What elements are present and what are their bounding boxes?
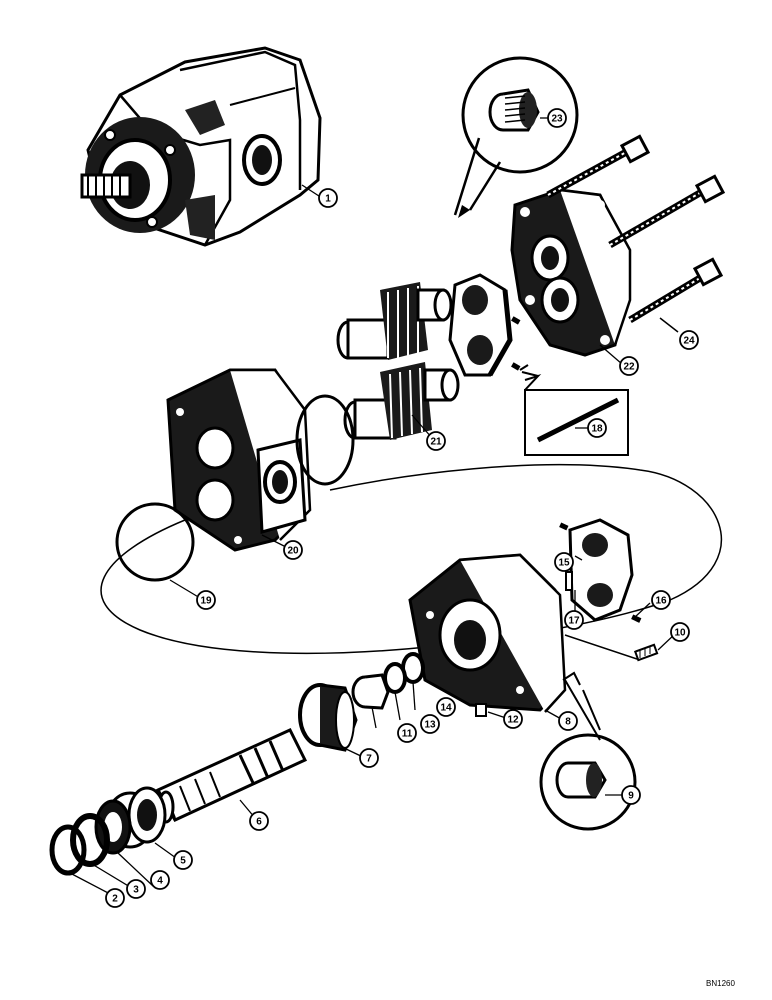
callout-label: 18 xyxy=(591,424,603,435)
callout-label: 23 xyxy=(551,114,563,125)
callout-circle xyxy=(420,714,440,734)
callout-circle xyxy=(126,879,146,899)
pin-icon xyxy=(565,571,642,623)
callout-13: 13 xyxy=(420,714,440,734)
gear-icon xyxy=(343,362,460,440)
callout-circle xyxy=(283,540,303,560)
callout-circle xyxy=(503,709,523,729)
drawing-code: BN1260 xyxy=(706,979,735,988)
callout-8: 8 xyxy=(558,711,578,731)
callout-1: 1 xyxy=(318,188,338,208)
callout-label: 20 xyxy=(287,546,299,557)
callout-circle xyxy=(564,610,584,630)
callout-label: 4 xyxy=(157,876,163,887)
callout-2: 2 xyxy=(105,888,125,908)
callout-22: 22 xyxy=(619,356,639,376)
rod-icon xyxy=(519,364,629,456)
callout-11: 11 xyxy=(397,723,417,743)
callout-label: 5 xyxy=(180,856,186,867)
callout-label: 1 xyxy=(325,194,331,205)
wear-plate-icon xyxy=(448,273,521,377)
callout-label: 3 xyxy=(133,885,139,896)
callout-circle xyxy=(651,590,671,610)
rear-cover-icon xyxy=(510,188,632,357)
plug-icon xyxy=(475,703,487,717)
bearing-cup-icon xyxy=(298,683,358,752)
callout-7: 7 xyxy=(359,748,379,768)
callout-label: 17 xyxy=(568,616,580,627)
callout-circle xyxy=(670,622,690,642)
callout-circle xyxy=(679,330,699,350)
callout-circle xyxy=(547,108,567,128)
callout-12: 12 xyxy=(503,709,523,729)
callout-21: 21 xyxy=(426,431,446,451)
callout-circle xyxy=(196,590,216,610)
callout-circle xyxy=(621,785,641,805)
cone-icon xyxy=(351,673,390,710)
callout-16: 16 xyxy=(651,590,671,610)
gear-icon xyxy=(336,282,453,360)
needle-bearing-icon xyxy=(539,671,637,831)
callout-circle xyxy=(150,870,170,890)
callout-label: 22 xyxy=(623,362,635,373)
callout-circle xyxy=(587,418,607,438)
callout-18: 18 xyxy=(587,418,607,438)
callout-circle xyxy=(619,356,639,376)
callout-label: 13 xyxy=(424,720,436,731)
o-ring-icon xyxy=(115,394,355,582)
wear-plate-icon xyxy=(559,518,634,622)
callout-6: 6 xyxy=(249,811,269,831)
callout-9: 9 xyxy=(621,785,641,805)
callout-23: 23 xyxy=(547,108,567,128)
callout-circle xyxy=(426,431,446,451)
callout-label: 24 xyxy=(683,336,695,347)
callout-label: 15 xyxy=(558,558,570,569)
callout-label: 6 xyxy=(256,817,262,828)
callout-10: 10 xyxy=(670,622,690,642)
callout-label: 7 xyxy=(366,754,372,765)
callout-14: 14 xyxy=(436,697,456,717)
seal-ring-icon xyxy=(70,813,110,867)
callout-17: 17 xyxy=(564,610,584,630)
callout-circle xyxy=(359,748,379,768)
bolt-icon xyxy=(546,134,726,333)
callout-20: 20 xyxy=(283,540,303,560)
callout-circle xyxy=(436,697,456,717)
callout-circle xyxy=(173,850,193,870)
gear-housing-icon xyxy=(166,368,312,552)
callout-label: 11 xyxy=(402,729,413,740)
pump-assembly-icon xyxy=(80,46,322,247)
callout-label: 19 xyxy=(200,596,212,607)
callout-label: 14 xyxy=(440,703,452,714)
fitting-icon xyxy=(564,634,659,662)
callout-circle xyxy=(397,723,417,743)
callout-5: 5 xyxy=(173,850,193,870)
callout-circle xyxy=(554,552,574,572)
drive-shaft-icon xyxy=(155,728,308,824)
callout-label: 9 xyxy=(628,791,634,802)
callout-circle xyxy=(249,811,269,831)
callout-circle xyxy=(105,888,125,908)
needle-bearing-icon xyxy=(453,56,579,218)
front-cover-icon xyxy=(408,553,567,713)
callout-15: 15 xyxy=(554,552,574,572)
callout-label: 10 xyxy=(674,628,686,639)
callout-label: 8 xyxy=(565,717,571,728)
callout-3: 3 xyxy=(126,879,146,899)
callout-19: 19 xyxy=(196,590,216,610)
callout-label: 12 xyxy=(507,715,519,726)
callout-label: 2 xyxy=(112,894,118,905)
callout-24: 24 xyxy=(679,330,699,350)
callout-circle xyxy=(318,188,338,208)
callout-label: 16 xyxy=(655,596,667,607)
callout-circle xyxy=(558,711,578,731)
snap-ring-icon xyxy=(49,824,87,876)
callout-4: 4 xyxy=(150,870,170,890)
callout-label: 21 xyxy=(430,437,442,448)
